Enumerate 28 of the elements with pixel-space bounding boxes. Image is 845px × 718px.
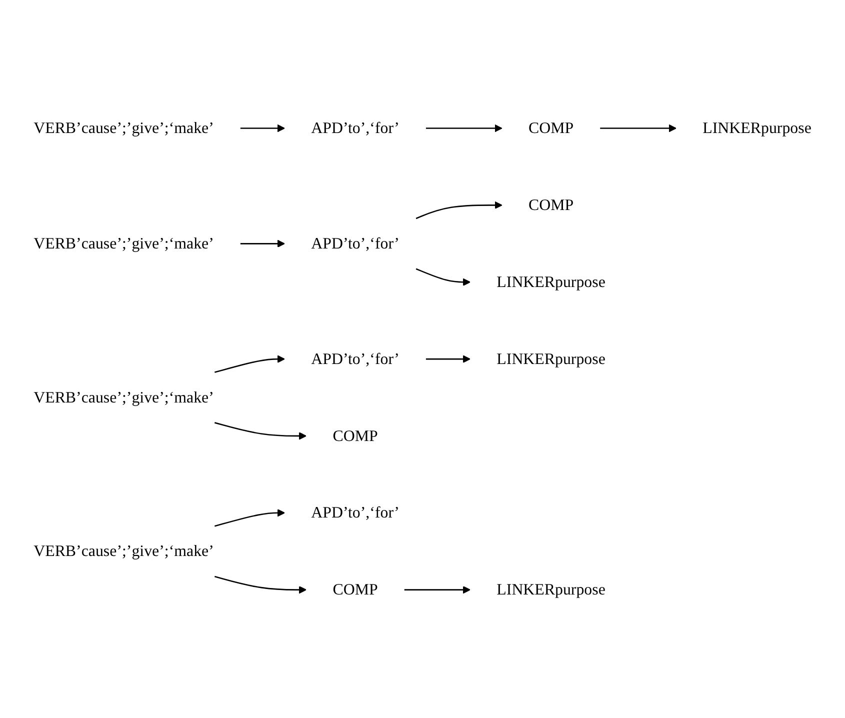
node-text: VERB’cause’;’give’;‘make’	[34, 118, 214, 137]
arrow	[404, 586, 470, 594]
node-text: APD’to’,‘for’	[311, 504, 400, 522]
node-text: APD’to’,‘for’	[311, 234, 400, 252]
arrow	[214, 576, 307, 594]
node-text: VERB’cause’;’give’;‘make’	[34, 234, 214, 252]
arrow	[240, 240, 285, 248]
node-text: APD’to’,‘for’	[311, 118, 400, 137]
arrow	[214, 355, 285, 373]
node-text: VERB’cause’;’give’;‘make’	[34, 388, 214, 406]
node-text: VERB’cause’;’give’;‘make’	[34, 542, 214, 560]
node-text: COMP	[332, 426, 378, 444]
node-text: LINKERpurpose	[496, 350, 606, 368]
node-text: LINKERpurpose	[496, 580, 606, 598]
arrow	[214, 422, 307, 440]
node-text: COMP	[332, 580, 378, 598]
node-text: LINKERpurpose	[702, 118, 812, 137]
arrow	[416, 268, 470, 286]
arrow	[214, 508, 285, 527]
node-text: COMP	[528, 118, 574, 137]
node-text: APD’to’,‘for’	[311, 350, 400, 368]
arrow	[600, 124, 676, 132]
node-text: LINKERpurpose	[496, 272, 606, 290]
arrow	[426, 355, 470, 363]
arrow	[240, 124, 285, 132]
arrow	[416, 201, 502, 220]
arrow	[426, 124, 502, 132]
node-text: COMP	[528, 196, 574, 214]
